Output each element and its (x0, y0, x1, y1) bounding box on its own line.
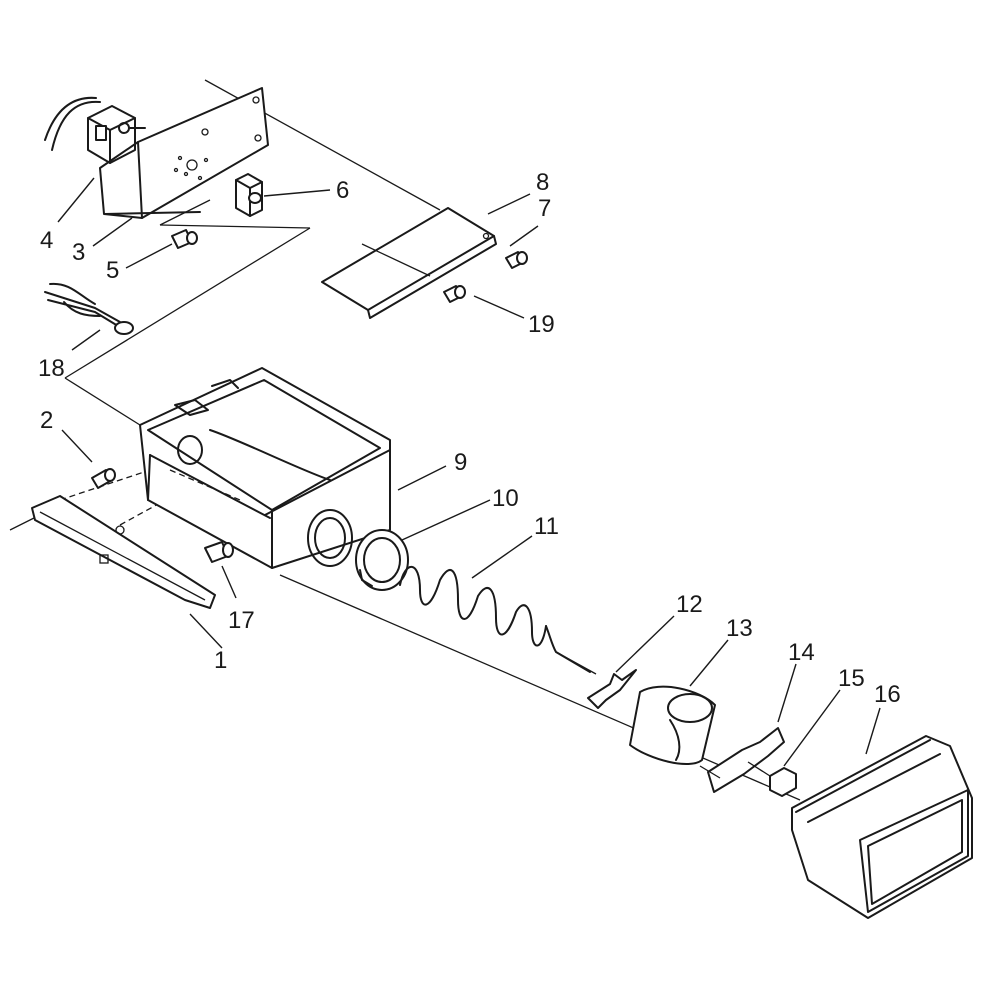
screw-part-17 (204, 541, 234, 563)
callout-6: 6 (336, 177, 349, 204)
screw-part-2 (91, 468, 116, 489)
mounting-plate-part-3 (99, 87, 269, 219)
bearing-part-10 (355, 529, 409, 591)
callout-3: 3 (72, 239, 85, 266)
callout-18: 18 (38, 355, 65, 382)
auger-cup-part-13 (629, 685, 716, 766)
callout-11: 11 (534, 513, 559, 540)
callout-7: 7 (538, 195, 551, 222)
rail-part-1 (31, 495, 216, 609)
wiring-harness-part-18 (44, 282, 134, 335)
callout-5: 5 (106, 257, 119, 284)
bracket-part-6 (235, 173, 263, 217)
bracket-part-14 (699, 727, 785, 793)
front-cover-part-16 (791, 735, 973, 919)
callout-13: 13 (726, 615, 753, 642)
screw-part-7 (505, 251, 528, 269)
callout-15: 15 (838, 665, 865, 692)
callout-2: 2 (40, 407, 53, 434)
callout-leaders (57, 177, 881, 767)
screw-part-5 (171, 229, 198, 249)
callout-8: 8 (536, 169, 549, 196)
callout-17: 17 (228, 607, 255, 634)
callout-labels: 1 2 3 4 5 6 7 8 9 10 11 12 13 14 15 16 1… (38, 169, 901, 708)
auger-spring-part-11 (399, 565, 597, 675)
callout-12: 12 (676, 591, 703, 618)
nut-part-15 (747, 761, 797, 797)
motor-part-4 (44, 96, 146, 164)
callout-16: 16 (874, 681, 901, 708)
callout-1: 1 (214, 647, 227, 674)
callout-4: 4 (40, 227, 53, 254)
callout-19: 19 (528, 311, 555, 338)
cover-plate-part-8 (321, 207, 497, 319)
callout-9: 9 (454, 449, 467, 476)
screw-part-19 (443, 285, 466, 303)
ice-bin-housing-part-9 (139, 367, 391, 569)
callout-10: 10 (492, 485, 519, 512)
crusher-blade-part-12 (587, 669, 637, 709)
callout-14: 14 (788, 639, 815, 666)
